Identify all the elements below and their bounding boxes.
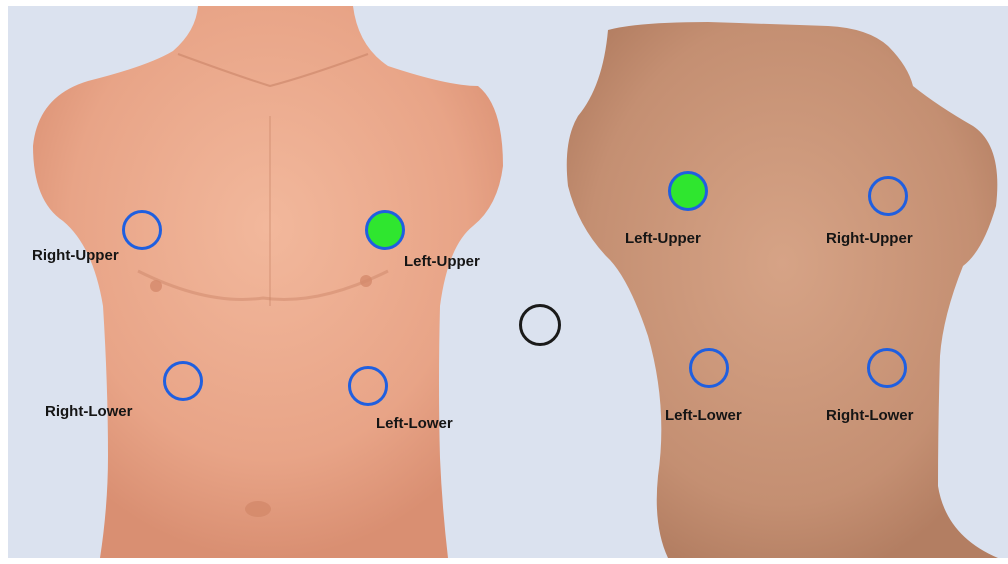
front-left-lower-spot[interactable]	[348, 366, 388, 406]
front-right-upper-label: Right-Upper	[32, 247, 119, 264]
back-left-upper-spot[interactable]	[668, 171, 708, 211]
front-left-upper-spot[interactable]	[365, 210, 405, 250]
front-right-upper-spot[interactable]	[122, 210, 162, 250]
reset-spot[interactable]	[519, 304, 561, 346]
back-left-upper-label: Left-Upper	[625, 230, 701, 247]
front-right-lower-spot[interactable]	[163, 361, 203, 401]
back-right-upper-spot[interactable]	[868, 176, 908, 216]
front-torso-image	[8, 6, 1008, 558]
back-left-lower-spot[interactable]	[689, 348, 729, 388]
back-left-lower-label: Left-Lower	[665, 407, 742, 424]
front-left-upper-label: Left-Upper	[404, 253, 480, 270]
front-right-lower-label: Right-Lower	[45, 403, 133, 420]
back-right-upper-label: Right-Upper	[826, 230, 913, 247]
front-left-lower-label: Left-Lower	[376, 415, 453, 432]
back-right-lower-spot[interactable]	[867, 348, 907, 388]
auscultation-panel: Right-Upper Left-Upper Right-Lower Left-…	[8, 6, 1008, 558]
back-right-lower-label: Right-Lower	[826, 407, 914, 424]
